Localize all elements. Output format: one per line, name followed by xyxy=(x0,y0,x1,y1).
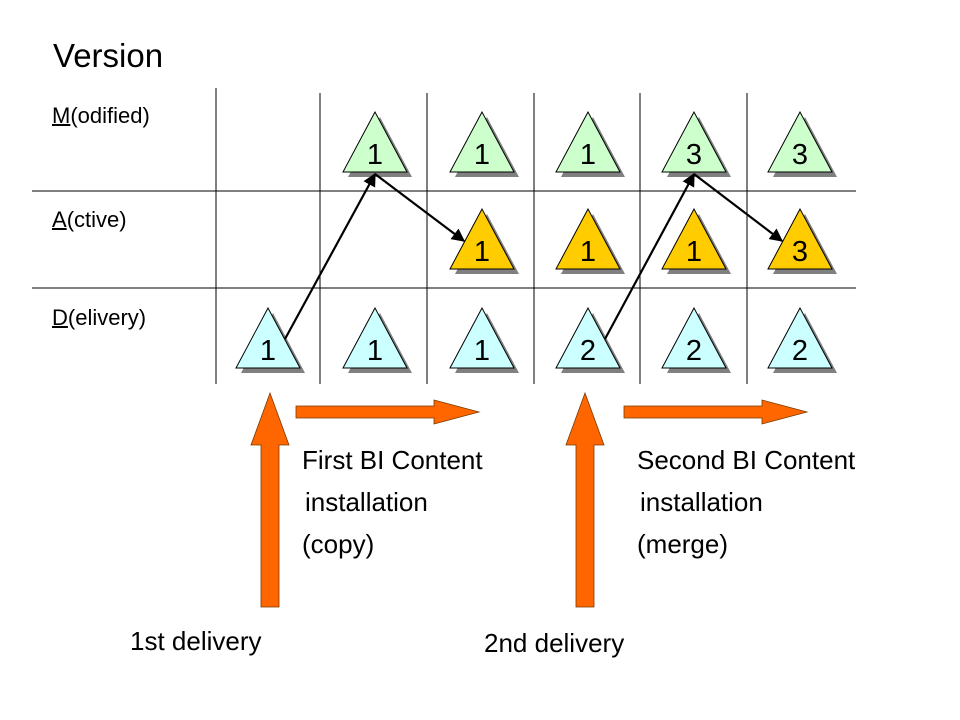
second-install-line-3: (merge) xyxy=(637,529,729,559)
triangle-body xyxy=(342,110,408,173)
triangle-body xyxy=(555,306,621,369)
version-triangle-active: 1 xyxy=(449,207,519,274)
row-rest-delivery: (elivery) xyxy=(67,305,147,330)
first-delivery-label: 1st delivery xyxy=(130,626,262,656)
triangle-body xyxy=(342,306,408,369)
transition-arrow xyxy=(284,172,376,340)
second-install-caption: Second BI Content installation (merge) xyxy=(637,439,855,565)
first-install-caption: First BI Content installation (copy) xyxy=(302,439,483,565)
second-delivery-arrow xyxy=(565,391,605,608)
version-triangle-modified: 3 xyxy=(767,110,837,177)
triangle-body xyxy=(661,306,727,369)
version-number: 1 xyxy=(367,335,383,367)
version-number: 1 xyxy=(474,335,490,367)
version-number: 1 xyxy=(260,335,276,367)
second-install-line-1: Second BI Content xyxy=(637,445,856,475)
row-key-delivery: D xyxy=(52,305,68,330)
version-triangle-delivery: 2 xyxy=(767,306,837,373)
version-triangle-delivery: 1 xyxy=(342,306,412,373)
version-triangle-delivery: 2 xyxy=(555,306,625,373)
version-number: 1 xyxy=(474,139,490,171)
diagram-title: Version xyxy=(53,37,164,74)
row-label-active: A(ctive) xyxy=(52,207,127,233)
triangle-body xyxy=(555,207,621,270)
transition-arrows xyxy=(284,172,784,340)
version-triangle-delivery: 1 xyxy=(235,306,305,373)
version-triangle-modified: 1 xyxy=(555,110,625,177)
transition-arrow xyxy=(374,173,466,242)
triangle-body xyxy=(555,110,621,173)
version-number: 1 xyxy=(580,236,596,268)
version-number: 3 xyxy=(792,236,808,268)
triangle-body xyxy=(767,306,833,369)
version-number: 1 xyxy=(686,236,702,268)
triangle-body xyxy=(767,207,833,270)
triangle-body xyxy=(449,207,515,270)
version-number: 2 xyxy=(686,335,702,367)
transition-arrow xyxy=(693,173,784,242)
grid-lines xyxy=(32,88,856,384)
first-install-line-3: (copy) xyxy=(302,529,375,559)
second-install-arrow xyxy=(623,399,809,425)
version-number: 1 xyxy=(474,236,490,268)
version-cells: 1 1 1 3 3 1 1 1 3 1 1 1 2 2 2 xyxy=(235,110,837,373)
triangle-body xyxy=(661,110,727,173)
version-triangle-delivery: 1 xyxy=(449,306,519,373)
version-number: 2 xyxy=(792,335,808,367)
first-install-line-1: First BI Content xyxy=(302,445,483,475)
version-triangle-modified: 1 xyxy=(449,110,519,177)
row-rest-modified: (odified) xyxy=(70,103,150,128)
version-triangle-delivery: 2 xyxy=(661,306,731,373)
version-number: 3 xyxy=(686,139,702,171)
transition-arrow xyxy=(604,172,695,340)
row-key-modified: M xyxy=(52,103,71,128)
version-triangle-active: 3 xyxy=(767,207,837,274)
second-delivery-label: 2nd delivery xyxy=(484,628,625,658)
version-triangle-active: 1 xyxy=(661,207,731,274)
triangle-body xyxy=(449,110,515,173)
second-install-line-2: installation xyxy=(640,487,763,517)
triangle-body xyxy=(235,306,301,369)
triangle-body xyxy=(449,306,515,369)
version-triangle-modified: 1 xyxy=(342,110,412,177)
version-triangle-modified: 3 xyxy=(661,110,731,177)
row-label-modified: M(odified) xyxy=(52,103,150,129)
version-number: 2 xyxy=(580,335,596,367)
row-key-active: A xyxy=(52,207,67,232)
process-arrows xyxy=(250,391,809,608)
first-delivery-arrow xyxy=(250,391,290,608)
version-number: 3 xyxy=(792,139,808,171)
first-install-line-2: installation xyxy=(305,487,428,517)
version-number: 1 xyxy=(580,139,596,171)
first-install-arrow xyxy=(295,399,481,425)
version-triangle-active: 1 xyxy=(555,207,625,274)
version-number: 1 xyxy=(367,139,383,171)
row-label-delivery: D(elivery) xyxy=(52,305,146,331)
row-rest-active: (ctive) xyxy=(66,207,127,232)
triangle-body xyxy=(767,110,833,173)
triangle-body xyxy=(661,207,727,270)
